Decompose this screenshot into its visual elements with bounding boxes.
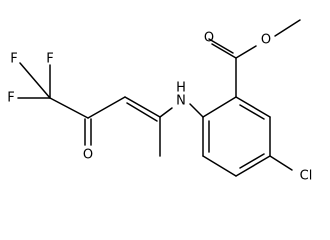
bond-ester-co-2 (208, 38, 234, 54)
ring-bond-4 (235, 155, 271, 177)
atom-n-amine: N (176, 94, 186, 109)
bond-enamine-n (159, 107, 173, 118)
atom-f-top-left: F (10, 52, 17, 67)
ring-double-1 (239, 104, 265, 120)
bond-ring-cl (269, 155, 293, 171)
ring-double-2 (239, 153, 265, 169)
ring-bond-1 (202, 96, 237, 118)
ring-bond-5 (202, 155, 237, 177)
bond-ester-co-1 (211, 43, 237, 59)
bond-alkene-2 (126, 102, 158, 122)
atom-cl: Cl (300, 169, 313, 184)
atom-o-ester: O (261, 33, 271, 48)
bond-ketone-alkene (87, 96, 126, 119)
atom-f-left: F (7, 91, 14, 106)
bond-n-ring (189, 103, 204, 118)
atom-f-top-right: F (46, 52, 53, 67)
bond-cf3-ketone (49, 97, 89, 119)
bond-o-methyl (274, 19, 301, 37)
atom-o-carbonyl: O (204, 31, 214, 46)
ring-bond-2 (235, 96, 271, 118)
bond-cf3-f-top-left (19, 62, 51, 99)
bond-ester-o (235, 45, 257, 59)
bond-alkene-1 (124, 96, 161, 118)
atom-o-ketone: O (83, 148, 93, 163)
molecule-diagram: F F F O H N O O Cl (7, 19, 313, 184)
atom-h-amine: H (176, 81, 186, 96)
